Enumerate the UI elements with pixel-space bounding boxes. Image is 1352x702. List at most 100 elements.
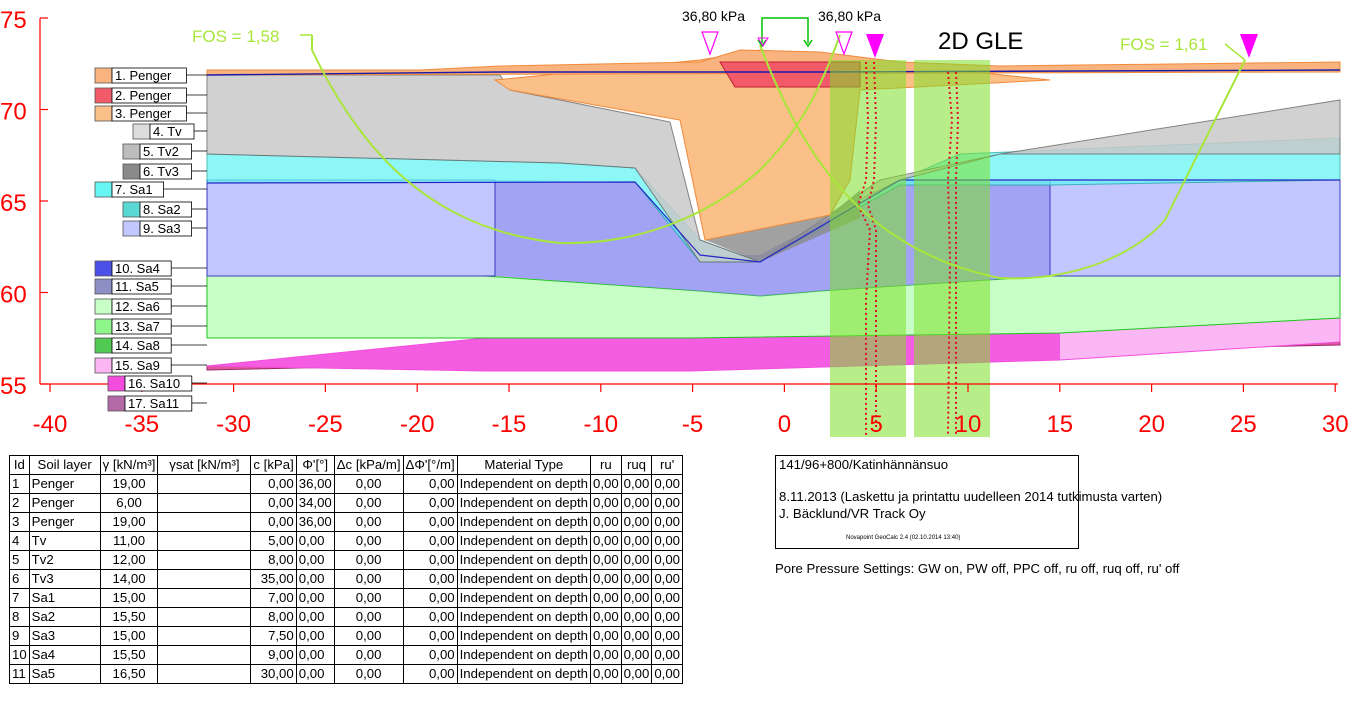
table-cell: 0,00 <box>250 493 297 513</box>
table-cell: 15,50 <box>99 645 159 665</box>
legend-label: 1. Penger <box>115 68 172 83</box>
profile-2 <box>866 61 878 435</box>
table-cell: 0,00 <box>620 588 653 608</box>
table-cell: 15,50 <box>99 607 159 627</box>
table-cell: 34,00 <box>295 493 335 513</box>
table-cell: 0,00 <box>589 626 622 646</box>
table-cell: 0,00 <box>295 664 335 684</box>
table-cell: Independent on depth <box>456 607 591 627</box>
table-cell: 0,00 <box>402 493 458 513</box>
legend-swatch <box>94 278 113 295</box>
center-marker-icon <box>866 34 884 58</box>
table-cell: 0,00 <box>589 569 622 589</box>
table-cell: 0,00 <box>651 550 683 570</box>
legend-swatch <box>122 220 141 237</box>
project-id: 141/96+800/Katinhännänsuo <box>779 457 949 472</box>
table-cell: 0,00 <box>333 569 404 589</box>
y-tick-label: 65 <box>0 190 27 217</box>
legend-label-box <box>111 105 187 122</box>
table-cell: 36,00 <box>295 474 335 494</box>
legend-label: 7. Sa1 <box>115 182 153 197</box>
analysis-zone-2 <box>914 60 990 437</box>
table-cell: Sa5 <box>28 664 101 684</box>
legend-label-box <box>111 318 172 335</box>
legend-swatch <box>122 201 141 218</box>
load-marker-right-icon <box>835 31 853 56</box>
legend-label: 8. Sa2 <box>143 202 181 217</box>
table-cell: 0,00 <box>402 512 458 532</box>
table-cell: Sa3 <box>28 626 101 646</box>
table-cell: Independent on depth <box>456 588 591 608</box>
table-cell: 7 <box>9 588 30 608</box>
table-cell: 0,00 <box>651 493 683 513</box>
x-tick-label: -35 <box>124 411 159 438</box>
table-cell: 0,00 <box>651 645 683 665</box>
legend-swatch <box>122 143 141 160</box>
table-cell: 0,00 <box>651 512 683 532</box>
title: 2D GLE <box>938 28 1023 55</box>
table-cell: 8,00 <box>250 607 297 627</box>
table-cell: 0,00 <box>402 531 458 551</box>
table-cell: Independent on depth <box>456 626 591 646</box>
layer-sa3 <box>206 179 496 277</box>
layer-sa5-sa4-core <box>495 180 1050 296</box>
legend-swatch <box>107 375 126 392</box>
table-cell: 8,00 <box>250 550 297 570</box>
profile-3 <box>946 71 954 436</box>
table-cell: 7,50 <box>250 626 297 646</box>
table-cell: 3 <box>9 512 30 532</box>
legend-label: 16. Sa10 <box>128 376 180 391</box>
x-tick-label: 5 <box>870 411 883 438</box>
table-cell: 35,00 <box>250 569 297 589</box>
legend-swatch <box>94 357 113 374</box>
table-cell: Independent on depth <box>456 512 591 532</box>
legend-label-box <box>111 357 172 374</box>
table-cell <box>157 531 252 551</box>
table-cell: 15,00 <box>99 626 159 646</box>
table-cell: Tv3 <box>28 569 101 589</box>
table-cell: 7,00 <box>250 588 297 608</box>
table-cell: 15,00 <box>99 588 159 608</box>
table-header-cell: γ [kN/m³] <box>99 455 159 475</box>
table-cell: 0,00 <box>333 588 404 608</box>
table-cell: 0,00 <box>620 626 653 646</box>
legend-label-box <box>139 220 192 237</box>
table-cell: 0,00 <box>295 626 335 646</box>
table-cell: 0,00 <box>402 626 458 646</box>
table-cell: 0,00 <box>295 645 335 665</box>
table-cell: 0,00 <box>589 664 622 684</box>
table-cell: 0,00 <box>620 645 653 665</box>
legend-swatch <box>94 318 113 335</box>
table-header-cell: c [kPa] <box>250 455 297 475</box>
table-cell <box>157 664 252 684</box>
legend-label: 10. Sa4 <box>115 261 160 276</box>
table-cell: 10 <box>9 645 30 665</box>
table-cell <box>157 588 252 608</box>
profile-4 <box>955 71 960 435</box>
table-cell: 11,00 <box>99 531 159 551</box>
y-tick-label: 55 <box>0 373 27 400</box>
load-marker-small-icon <box>757 37 769 47</box>
x-tick-label: 0 <box>778 411 791 438</box>
table-cell: 16,50 <box>99 664 159 684</box>
table-cell: 0,00 <box>651 626 683 646</box>
gw-line <box>206 69 1341 76</box>
table-cell: 19,00 <box>99 512 159 532</box>
table-cell: Independent on depth <box>456 569 591 589</box>
table-cell: 0,00 <box>333 607 404 627</box>
x-tick-label: -40 <box>33 411 68 438</box>
slip-circle-right <box>759 44 1246 280</box>
table-cell: 0,00 <box>333 512 404 532</box>
legend-label-box <box>149 123 195 140</box>
legend-swatch <box>94 67 113 84</box>
legend-swatch <box>94 298 113 315</box>
table-header-cell: Id <box>9 455 30 475</box>
table-cell: 2 <box>9 493 30 513</box>
